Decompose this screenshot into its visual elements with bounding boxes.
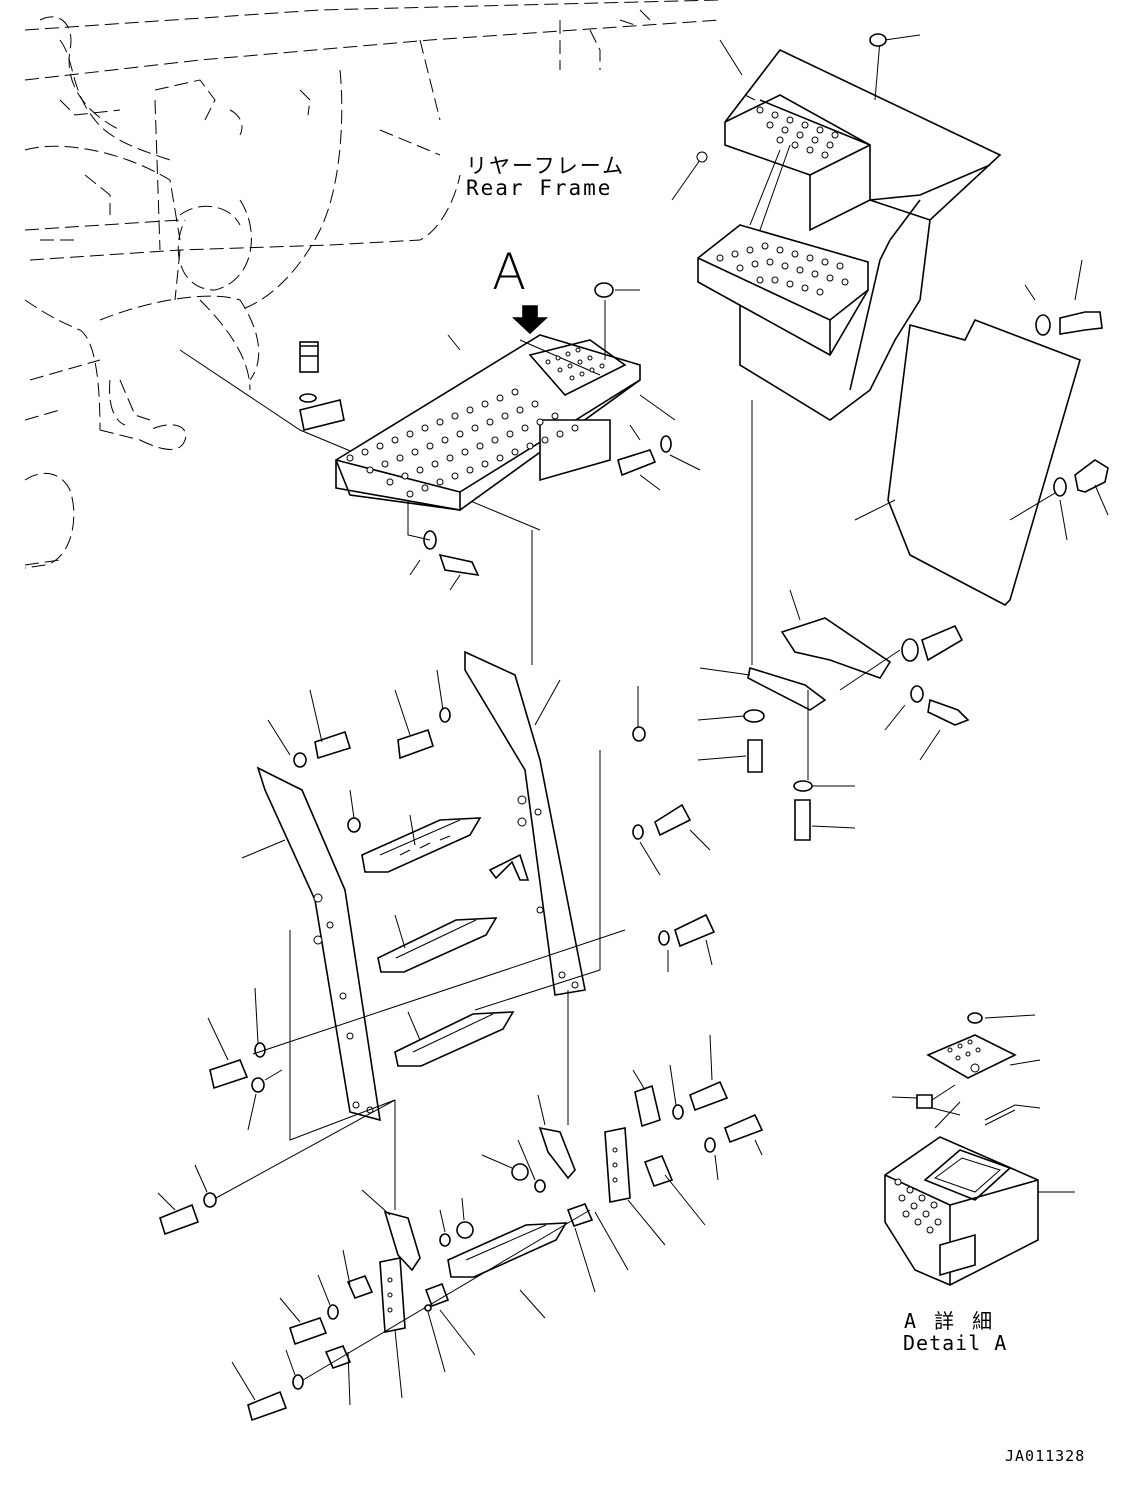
upper-step-fasteners [407, 282, 701, 591]
frame-mount-bolt [179, 341, 541, 531]
upper-step-assembly [671, 33, 1002, 421]
ladder-treads [361, 814, 568, 1319]
detail-a-label-jp: A 詳 細 [904, 1309, 996, 1333]
side-cover-plate [854, 318, 1081, 606]
step-holes [346, 347, 605, 498]
step-bracket [697, 400, 970, 841]
rear-frame-label-jp: リヤーフレーム [466, 154, 626, 178]
upper-step [335, 305, 641, 511]
rear-frame-label-en: Rear Frame [466, 176, 613, 200]
detail-a-label-en: Detail A [903, 1331, 1008, 1355]
detail-a-view [884, 1012, 1075, 1286]
right-fasteners [1024, 259, 1109, 541]
lower-fasteners [157, 990, 764, 1422]
ladder-fasteners [207, 669, 716, 1131]
detail-callout-letter: A [492, 243, 527, 301]
ladder-stringer-right [289, 530, 601, 1141]
drawing-number: JA011328 [1005, 1447, 1086, 1465]
rear-frame-outline [24, 0, 721, 569]
